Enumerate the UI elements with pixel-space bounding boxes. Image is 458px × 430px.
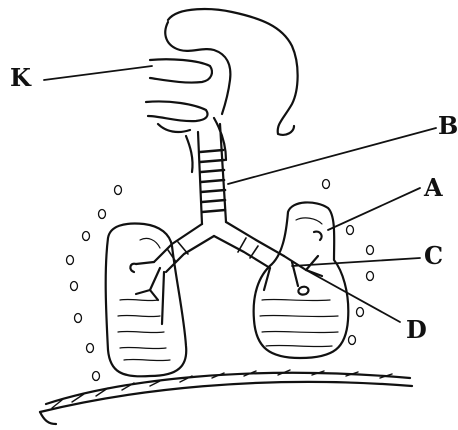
leader-line-c — [292, 258, 420, 266]
trachea-left-wall — [198, 132, 202, 224]
mouth-cavity-curve — [158, 124, 190, 132]
label-a: A — [424, 176, 443, 200]
trachea-rings — [200, 150, 225, 212]
nasal-inner-curve — [165, 22, 230, 114]
diaphragm-edge-left — [40, 412, 56, 424]
throat-front-line — [186, 136, 193, 172]
label-d: D — [406, 318, 427, 342]
leader-line-k — [44, 66, 152, 80]
label-k: K — [10, 66, 31, 90]
bronchus-rings — [168, 238, 258, 262]
right-bronchus-lower — [214, 236, 270, 268]
diaphragm-bottom-line — [40, 382, 412, 412]
leader-line-a — [328, 188, 420, 230]
label-c: C — [424, 244, 443, 268]
label-b: B — [438, 114, 458, 138]
leader-line-b — [228, 128, 436, 184]
right-lung-outline — [254, 202, 349, 358]
nasal-turbinate-upper — [150, 59, 212, 82]
left-lung-bronchioles — [130, 262, 164, 324]
leader-line-d — [306, 270, 400, 322]
nasal-turbinate-lower — [146, 101, 208, 121]
nasal-cavity-outline — [168, 9, 298, 135]
